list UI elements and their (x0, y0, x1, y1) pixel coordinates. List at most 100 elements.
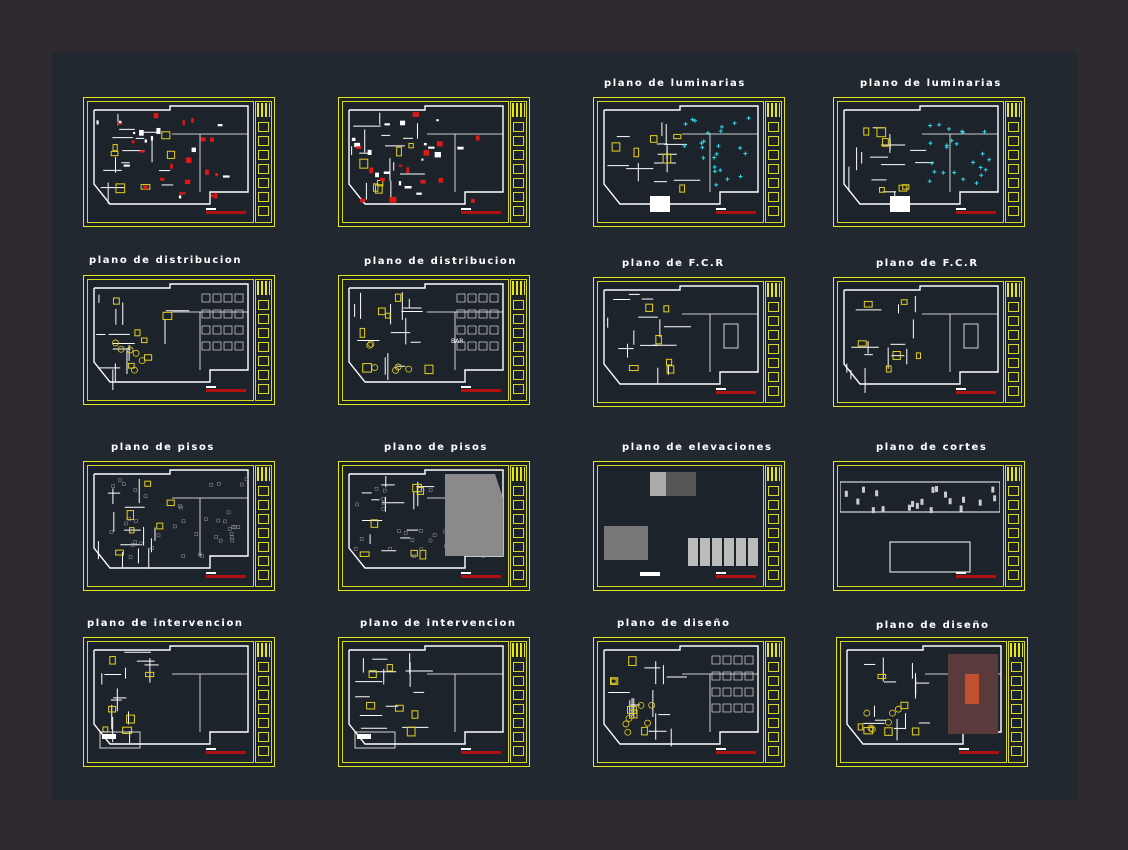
luminaire-icon (714, 151, 719, 156)
drawing-sheet-15[interactable] (593, 637, 785, 767)
title-block-cell (768, 358, 779, 368)
furniture (109, 656, 116, 665)
table-seat (234, 293, 244, 303)
title-block-cell (768, 662, 779, 672)
drawing-sheet-8[interactable] (833, 277, 1025, 407)
title-block-cell (1011, 676, 1022, 686)
drawing-sheet-4[interactable] (833, 97, 1025, 227)
furniture (112, 297, 120, 305)
title-block-cell (258, 746, 269, 756)
luminaire-icon (941, 170, 946, 175)
sheet-label-bar (206, 748, 246, 754)
furniture (359, 551, 370, 557)
floor-plan-drawing (93, 105, 249, 205)
luminaire-icon (978, 165, 983, 170)
drawing-sheet-11[interactable] (593, 461, 785, 591)
title-block-cell (513, 384, 524, 394)
drawing-sheet-2[interactable] (338, 97, 530, 227)
furniture (645, 303, 654, 312)
sheet-title: plano de F.C.R (876, 258, 979, 269)
drawing-sheet-10[interactable] (338, 461, 530, 591)
drawing-sheet-16[interactable] (836, 637, 1028, 767)
floor-tile (381, 497, 385, 501)
title-block-cell (768, 206, 779, 216)
luminaire-icon (974, 181, 979, 186)
luminaire-icon (701, 155, 706, 160)
table-seat (212, 309, 222, 319)
floor-tile (218, 538, 223, 543)
drawing-sheet-3[interactable] (593, 97, 785, 227)
wall-outline (603, 645, 759, 745)
title-block (510, 101, 527, 223)
feature-block (965, 674, 979, 704)
title-block-cell (258, 732, 269, 742)
title-block-cell (768, 542, 779, 552)
plan-detail (182, 120, 185, 126)
floor-tile (412, 554, 416, 559)
logo-icon (1007, 467, 1020, 481)
luminaire-icon (932, 169, 937, 174)
title-block-cell (768, 556, 779, 566)
title-block-cell (768, 136, 779, 146)
furniture (373, 183, 379, 192)
sheet-border (837, 281, 1004, 403)
sheet-label-bar (956, 388, 996, 394)
title-block-cell (768, 316, 779, 326)
drawing-sheet-9[interactable] (83, 461, 275, 591)
furniture (673, 133, 682, 140)
drawing-sheet-14[interactable] (338, 637, 530, 767)
title-block-cell (1008, 150, 1019, 160)
furniture (126, 510, 134, 521)
furniture (384, 312, 391, 319)
title-block (765, 281, 782, 403)
title-block (1005, 101, 1022, 223)
floor-tile (388, 547, 392, 551)
luminaire-icon (954, 141, 959, 146)
section-detail (962, 496, 966, 503)
drawing-sheet-5[interactable] (83, 275, 275, 405)
title-block-cell (1008, 122, 1019, 132)
drawing-sheet-6[interactable]: BAR (338, 275, 530, 405)
furniture (666, 358, 673, 366)
sheet-title: plano de luminarias (604, 78, 746, 89)
drawing-sheet-13[interactable] (83, 637, 275, 767)
title-block-cell (513, 314, 524, 324)
furniture (416, 486, 424, 495)
title-block (255, 465, 272, 587)
floor-tile (133, 540, 138, 544)
section-detail (978, 499, 982, 506)
floor-tile (226, 510, 231, 515)
sheet-label-bar (716, 748, 756, 754)
title-block-cell (513, 370, 524, 380)
title-block-cell (513, 150, 524, 160)
table-seat (456, 325, 466, 335)
sheet-title: plano de luminarias (860, 78, 1002, 89)
floor-tile (428, 538, 433, 543)
floor-tile (359, 537, 364, 541)
plan-detail (123, 164, 130, 167)
drawing-sheet-1[interactable] (83, 97, 275, 227)
title-block-cell (258, 136, 269, 146)
drawing-sheet-12[interactable] (833, 461, 1025, 591)
title-block-cell (768, 386, 779, 396)
sheet-label-bar (956, 208, 996, 214)
title-block-cell (258, 704, 269, 714)
table-seat (223, 341, 233, 351)
title-block-cell (1008, 330, 1019, 340)
plant-icon (371, 364, 379, 371)
sheet-border (597, 465, 764, 587)
plan-detail (217, 124, 223, 127)
title-block-cell (258, 556, 269, 566)
furniture (911, 727, 920, 736)
plant-icon (648, 701, 656, 709)
drawing-sheet-7[interactable] (593, 277, 785, 407)
title-block-cell (768, 676, 779, 686)
plan-detail (139, 150, 145, 153)
luminaire-icon (700, 145, 705, 150)
title-block-cell (1008, 136, 1019, 146)
furniture (412, 483, 422, 493)
logo-icon (512, 643, 525, 657)
plan-detail (380, 177, 385, 182)
title-block-cell (768, 486, 779, 496)
logo-icon (512, 467, 525, 481)
